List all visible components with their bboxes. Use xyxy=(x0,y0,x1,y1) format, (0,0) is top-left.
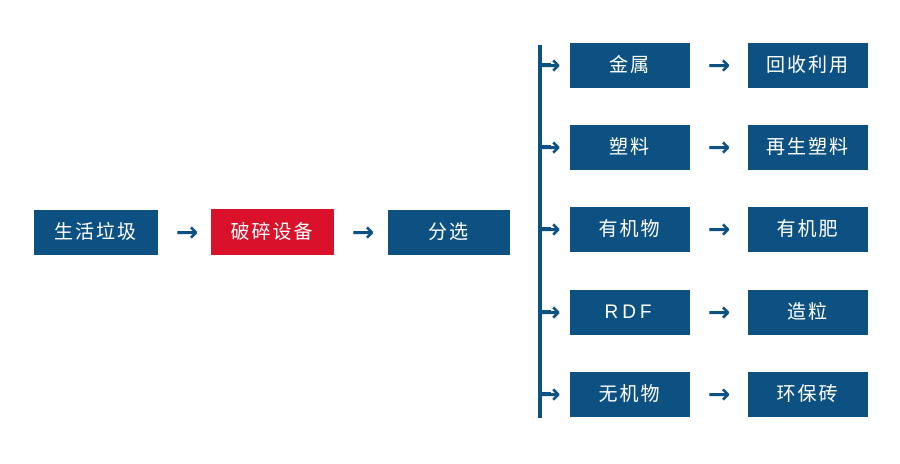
node-product-1[interactable]: 回收利用 xyxy=(748,43,868,88)
node-product-3[interactable]: 有机肥 xyxy=(748,207,868,252)
arrow-branch-5: → xyxy=(707,379,731,410)
node-product-4[interactable]: 造粒 xyxy=(748,290,868,335)
node-product-5[interactable]: 环保砖 xyxy=(748,372,868,417)
node-material-4[interactable]: RDF xyxy=(570,290,690,335)
node-material-2[interactable]: 塑料 xyxy=(570,125,690,170)
arrow-branch-3: → xyxy=(707,214,731,245)
branch-arrow-5: → xyxy=(538,379,561,410)
arrow-branch-4: → xyxy=(707,297,731,328)
node-main-1[interactable]: 生活垃圾 xyxy=(34,210,158,255)
branch-arrow-4: → xyxy=(538,297,561,328)
branch-stub-1 xyxy=(538,63,551,67)
arrow-branch-2: → xyxy=(707,132,731,163)
arrow-branch-1: → xyxy=(707,50,731,81)
node-material-5[interactable]: 无机物 xyxy=(570,372,690,417)
branch-arrow-2: → xyxy=(538,132,561,163)
node-main-3[interactable]: 分选 xyxy=(388,210,510,255)
branch-stub-2 xyxy=(538,145,551,149)
branch-stub-3 xyxy=(538,227,551,231)
arrow-main-1-to-2: → xyxy=(175,217,199,248)
node-main-2-highlight[interactable]: 破碎设备 xyxy=(211,209,334,255)
node-material-1[interactable]: 金属 xyxy=(570,43,690,88)
node-material-3[interactable]: 有机物 xyxy=(570,207,690,252)
branch-stub-4 xyxy=(538,310,551,314)
branch-stub-5 xyxy=(538,392,551,396)
arrow-main-2-to-3: → xyxy=(351,217,375,248)
branch-arrow-1: → xyxy=(538,50,561,81)
branch-arrow-3: → xyxy=(538,214,561,245)
node-product-2[interactable]: 再生塑料 xyxy=(748,125,868,170)
trunk-vertical-line xyxy=(538,45,542,418)
